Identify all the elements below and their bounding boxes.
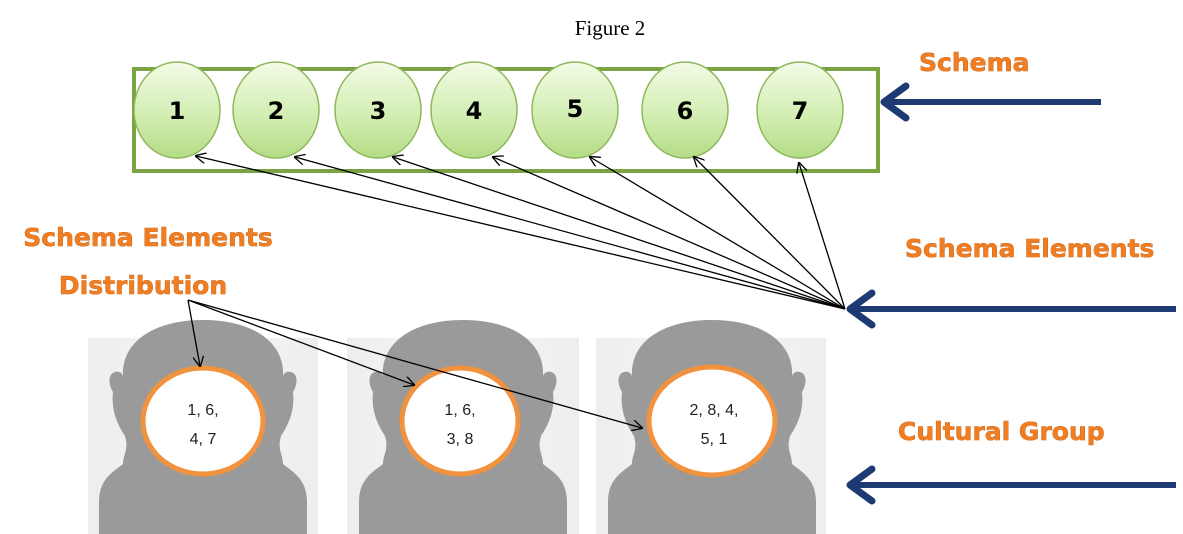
element-arrows <box>196 156 846 310</box>
schema-element-7: 7 <box>756 61 844 159</box>
schema-element-label: 1 <box>169 97 186 125</box>
head-elements-line1: 2, 8, 4, <box>690 402 739 419</box>
schema-element-3: 3 <box>334 61 422 159</box>
schema-element-label: 7 <box>792 97 809 125</box>
arrow-to-element-5 <box>590 157 846 310</box>
schema-element-1: 1 <box>133 61 221 159</box>
arrow-to-head-1 <box>187 299 200 366</box>
arrow-to-head-3 <box>187 299 642 428</box>
schema-element-6: 6 <box>641 61 729 159</box>
schema-element-2: 2 <box>232 61 320 159</box>
label-schema-elements: Schema Elements <box>905 234 1154 263</box>
figure-title: Figure 2 <box>575 16 646 40</box>
distribution-arrows <box>187 299 642 428</box>
schema-element-label: 4 <box>466 97 483 125</box>
schema-element-label: 3 <box>370 97 387 125</box>
head-elements-line1: 1, 6, <box>444 402 475 419</box>
navy-arrow-schema <box>880 82 1101 122</box>
label-distribution-line2: Distribution <box>59 271 227 300</box>
head-thought-circle <box>399 365 521 477</box>
schema-element-label: 2 <box>268 97 285 125</box>
cultural-group-head-1: 1, 6, 4, 7 <box>88 320 318 534</box>
arrow-to-element-6 <box>694 157 846 310</box>
schema-element-5: 5 <box>531 61 619 159</box>
label-schema: Schema <box>919 48 1030 77</box>
schema-element-label: 6 <box>677 97 694 125</box>
head-elements-line2: 4, 7 <box>190 431 217 448</box>
cultural-group-head-2: 1, 6, 3, 8 <box>347 320 579 534</box>
schema-element-4: 4 <box>430 61 518 159</box>
head-elements-line2: 5, 1 <box>701 431 728 448</box>
head-thought-circle <box>140 365 266 477</box>
schema-element-label: 5 <box>567 95 584 123</box>
head-elements-line1: 1, 6, <box>187 402 218 419</box>
navy-arrow-cultural-group <box>846 465 1176 505</box>
arrow-to-element-4 <box>493 157 846 310</box>
arrow-to-head-2 <box>187 299 414 385</box>
navy-arrow-schema-elements <box>846 289 1176 329</box>
arrow-to-element-1 <box>196 156 846 310</box>
cultural-group-head-3: 2, 8, 4, 5, 1 <box>596 320 826 534</box>
head-elements-line2: 3, 8 <box>447 431 474 448</box>
head-thought-circle <box>646 364 778 478</box>
label-cultural-group: Cultural Group <box>898 417 1105 446</box>
arrow-to-element-3 <box>393 157 846 310</box>
arrow-to-element-2 <box>295 157 846 310</box>
arrow-to-element-7 <box>799 163 846 310</box>
label-distribution-line1: Schema Elements <box>23 223 272 252</box>
